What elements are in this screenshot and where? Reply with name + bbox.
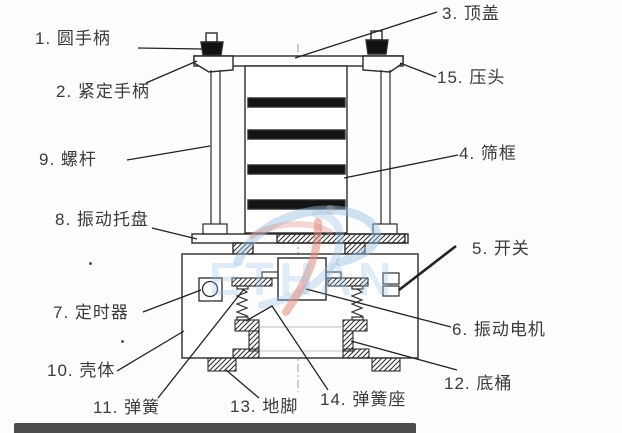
leader-vibration-motor <box>305 288 452 328</box>
sieve-frame-drawing <box>244 65 348 234</box>
leader-bottom-barrel <box>350 340 458 371</box>
registered-trademark-icon: ® <box>326 203 335 217</box>
label-screw-rod: 9. 螺杆 <box>39 150 97 169</box>
leader-press-head <box>399 62 437 78</box>
logo-watermark <box>233 205 381 316</box>
bottom-scan-bar <box>14 423 416 433</box>
leader-spring-seat <box>245 305 329 391</box>
leader-clamp-handle <box>145 60 198 84</box>
label-switch: 5. 开关 <box>472 239 530 258</box>
switch-drawing <box>382 272 400 297</box>
leader-round-handle <box>137 47 204 50</box>
leader-switch <box>398 244 457 292</box>
label-clamp-handle: 2. 紧定手柄 <box>56 82 150 101</box>
label-housing: 10. 壳体 <box>47 361 116 380</box>
leader-screw-rod <box>126 145 211 161</box>
label-bottom-barrel: 12. 底桶 <box>444 374 513 393</box>
leader-housing <box>116 330 185 372</box>
label-round-handle: 1. 圆手柄 <box>35 29 111 48</box>
spring-seat-drawing <box>234 319 368 332</box>
round-handle-left-drawing <box>200 32 224 56</box>
leader-spring <box>157 288 245 399</box>
label-spring: 11. 弹簧 <box>93 398 161 417</box>
label-foot: 13. 地脚 <box>230 397 299 416</box>
press-head-right-drawing <box>362 55 404 73</box>
label-vibration-motor: 6. 振动电机 <box>452 320 546 339</box>
label-spring-seat: 14. 弹簧座 <box>320 390 407 409</box>
leader-lines <box>116 11 459 399</box>
timer-drawing <box>198 277 223 302</box>
label-top-cover: 3. 顶盖 <box>442 4 500 23</box>
label-press-head: 15. 压头 <box>437 68 506 87</box>
label-vibration-tray: 8. 振动托盘 <box>55 210 149 229</box>
label-timer: 7. 定时器 <box>53 303 129 322</box>
leader-vibration-tray <box>151 227 198 240</box>
leader-timer <box>142 289 202 313</box>
screw-rod-left-drawing <box>202 70 228 235</box>
press-head-left-drawing <box>193 55 234 73</box>
screw-rod-right-drawing <box>372 70 398 235</box>
foot-drawing <box>207 357 401 372</box>
leader-sieve-frame <box>343 154 459 179</box>
scan-speck <box>121 340 124 343</box>
scan-speck <box>89 262 92 265</box>
bottom-barrel-drawing <box>232 326 370 359</box>
label-sieve-frame: 4. 筛框 <box>459 144 517 163</box>
leader-foot <box>225 369 260 399</box>
leader-top-cover <box>294 11 438 59</box>
